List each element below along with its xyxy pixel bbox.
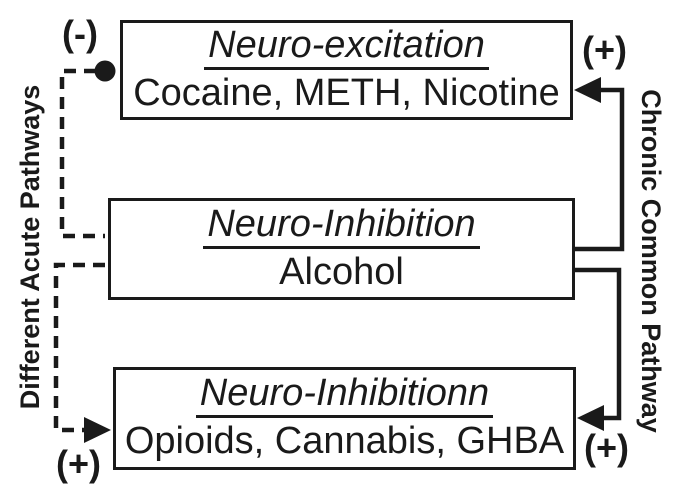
chronic-up-connector bbox=[572, 87, 625, 252]
acute-inhibitory-connector bbox=[59, 68, 105, 239]
chronic-down-connector bbox=[572, 267, 622, 421]
acute-arrowhead-icon bbox=[84, 417, 111, 443]
positive-sign-bottom-right-label: (+) bbox=[584, 427, 629, 468]
inhibitory-dot-terminal-icon bbox=[94, 60, 116, 82]
different-acute-pathways-label: Different Acute Pathways bbox=[15, 84, 45, 410]
chronic-up-arrowhead-icon bbox=[574, 77, 601, 103]
neuro-inhibitionn-drugs: Opioids, Cannabis, GHBA bbox=[124, 420, 565, 463]
chronic-down-arrowhead-icon bbox=[577, 405, 604, 431]
neuro-excitation-drugs: Cocaine, METH, Nicotine bbox=[133, 71, 560, 114]
acute-excitatory-connector bbox=[53, 262, 105, 433]
neuro-inhibitionn-title: Neuro-Inhibitionn bbox=[195, 373, 494, 419]
positive-sign-top-right-label: (+) bbox=[582, 29, 627, 70]
positive-sign-bottom-left-label: (+) bbox=[56, 443, 101, 484]
neuro-inhibitionn-box: Neuro-Inhibitionn Opioids, Cannabis, GHB… bbox=[113, 367, 576, 470]
neuro-excitation-title: Neuro-excitation bbox=[204, 25, 489, 70]
neuro-excitation-box: Neuro-excitation Cocaine, METH, Nicotine bbox=[120, 20, 573, 120]
neuro-inhibition-title: Neuro-Inhibition bbox=[203, 204, 480, 249]
negative-sign-label: (-) bbox=[62, 13, 98, 54]
chronic-common-pathway-label: Chronic Common Pathway bbox=[636, 89, 666, 433]
neuro-inhibition-drugs: Alcohol bbox=[279, 250, 404, 293]
neuro-inhibition-box: Neuro-Inhibition Alcohol bbox=[108, 198, 575, 300]
